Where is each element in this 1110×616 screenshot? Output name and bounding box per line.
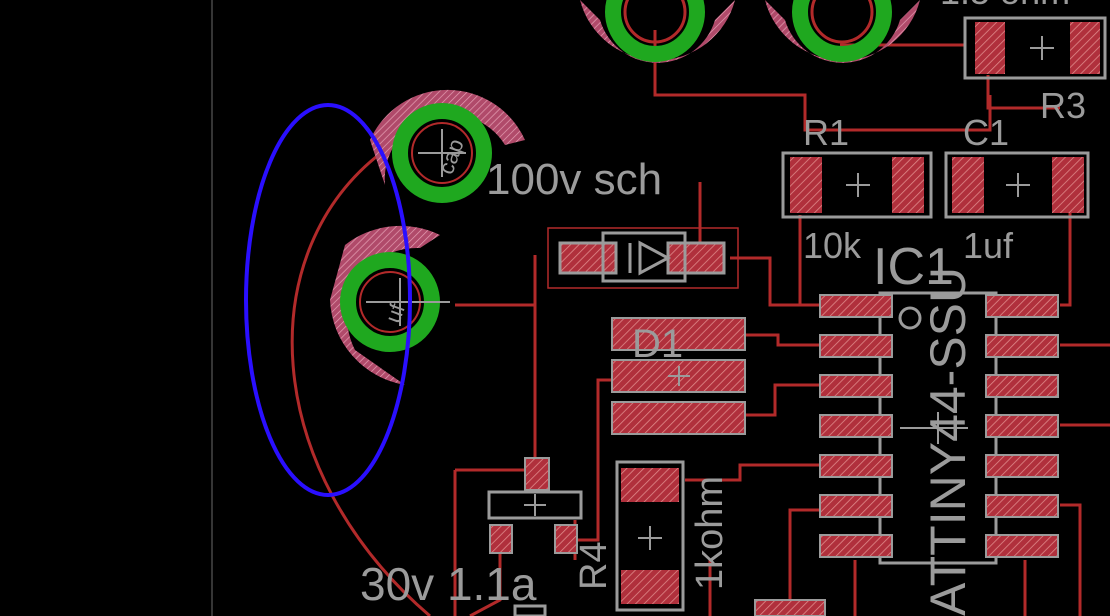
ic1-pin-left-6[interactable] (819, 494, 893, 518)
traces[interactable] (290, 30, 1110, 616)
ic1-pin-right-6[interactable] (985, 494, 1059, 518)
selection-ellipse[interactable] (244, 103, 412, 497)
regulator-value: 30v 1.1a (360, 558, 537, 610)
capacitor-small[interactable]: uf (330, 225, 450, 385)
resistor-r1[interactable] (781, 151, 933, 219)
ic1-pin-left-1[interactable] (819, 294, 893, 318)
resistor-r4[interactable] (615, 460, 685, 612)
ic1-label: IC1 (873, 238, 954, 296)
d1-pads[interactable] (611, 317, 746, 435)
ic1-pin-right-3[interactable] (985, 374, 1059, 398)
diode-value: 100v sch (486, 155, 662, 204)
ic1-chip[interactable] (819, 291, 1059, 565)
ic1-pin-left-2[interactable] (819, 334, 893, 358)
regulator[interactable] (487, 457, 583, 554)
c1-label: C1 (963, 112, 1009, 153)
capacitor-c1[interactable] (944, 151, 1090, 219)
top-resistor-value: 1.5 ohm (940, 0, 1070, 12)
ic1-value: ATTINY44-SSU (920, 267, 976, 616)
r4-label: R4 (573, 541, 615, 590)
r3-label: R3 (1040, 85, 1086, 126)
ic1-pin-left-5[interactable] (819, 454, 893, 478)
cap-top-right[interactable] (765, 0, 920, 63)
r1-label: R1 (803, 112, 849, 153)
ic1-pin-left-7[interactable] (819, 534, 893, 558)
ic1-pin-right-1[interactable] (985, 294, 1059, 318)
ic1-pin-right-5[interactable] (985, 454, 1059, 478)
c1-value: 1uf (963, 225, 1014, 266)
r4-value: 1kohm (689, 476, 731, 590)
diode[interactable] (547, 227, 739, 289)
ic1-pin-right-2[interactable] (985, 334, 1059, 358)
d1-label: D1 (632, 322, 683, 366)
ic1-pin-right-4[interactable] (985, 414, 1059, 438)
cap-top-left[interactable] (580, 0, 735, 63)
ic1-pin-right-7[interactable] (985, 534, 1059, 558)
r1-value: 10k (803, 225, 862, 266)
ic1-pin-left-3[interactable] (819, 374, 893, 398)
resistor-r3[interactable] (963, 16, 1107, 80)
bottom-pad[interactable] (754, 599, 826, 616)
capacitor-large[interactable]: cap (370, 89, 525, 203)
bottom-pad-2[interactable] (513, 604, 547, 616)
ic1-pin-left-4[interactable] (819, 414, 893, 438)
